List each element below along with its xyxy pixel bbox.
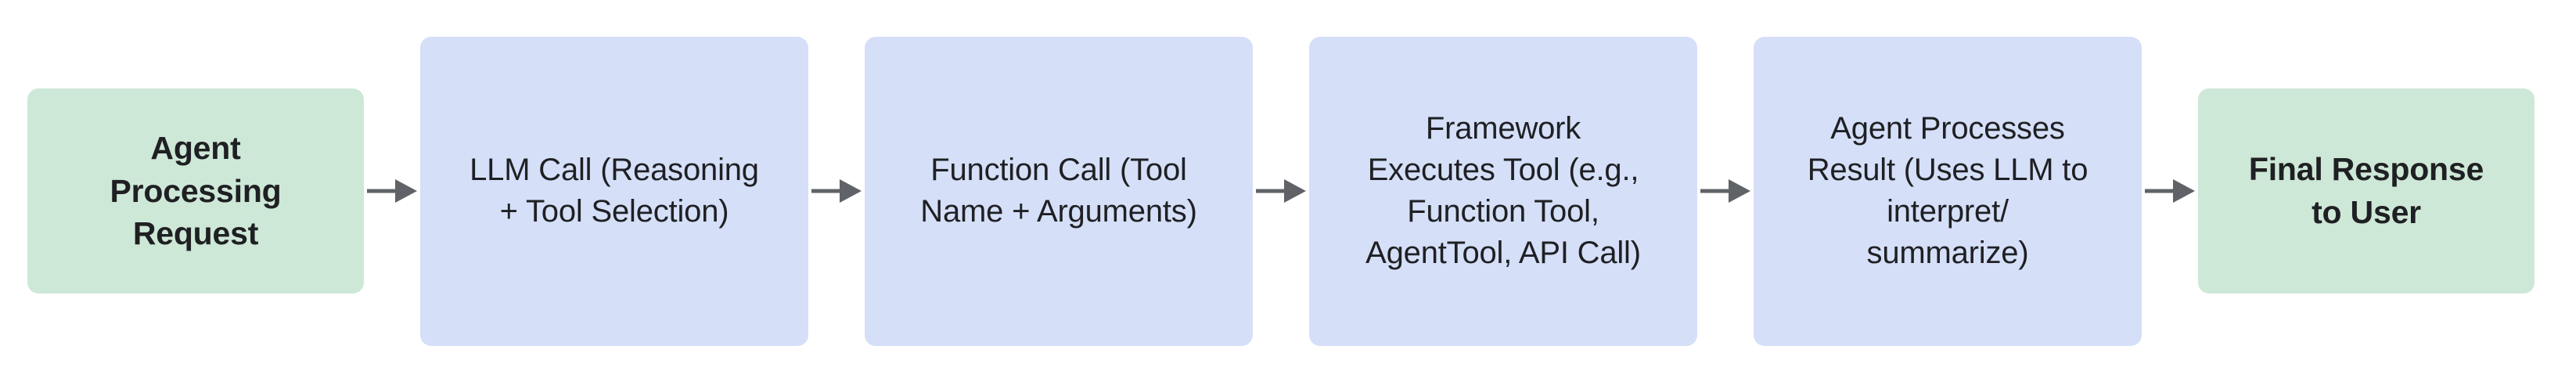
node-label-final-response-to-user: Final Response to User	[2248, 151, 2484, 230]
arrow-shaft-icon	[1700, 189, 1735, 193]
arrow-head-icon	[2173, 179, 2195, 203]
arrow-head-icon	[1729, 179, 1750, 203]
arrow-shaft-icon	[811, 189, 846, 193]
arrow-shaft-icon	[367, 189, 401, 193]
arrow-connector-4	[1697, 179, 1754, 203]
node-label-agent-processing-request: Agent Processing Request	[110, 130, 282, 252]
node-llm-call[interactable]: LLM Call (Reasoning + Tool Selection)	[420, 36, 808, 346]
node-agent-processing-request[interactable]: Agent Processing Request	[27, 88, 364, 294]
node-final-response-to-user[interactable]: Final Response to User	[2198, 88, 2535, 294]
arrow-head-icon	[840, 179, 862, 203]
node-agent-processes-result[interactable]: Agent Processes Result (Uses LLM to inte…	[1754, 36, 2142, 346]
arrow-shaft-icon	[2145, 189, 2179, 193]
arrow-head-icon	[395, 179, 417, 203]
arrow-connector-3	[1253, 179, 1309, 203]
arrow-head-icon	[1284, 179, 1306, 203]
arrow-connector-1	[364, 179, 420, 203]
arrow-shaft-icon	[1256, 189, 1290, 193]
arrow-connector-5	[2142, 179, 2198, 203]
node-function-call[interactable]: Function Call (Tool Name + Arguments)	[865, 36, 1253, 346]
arrow-connector-2	[808, 179, 865, 203]
node-framework-executes-tool[interactable]: Framework Executes Tool (e.g., Function …	[1309, 36, 1697, 346]
node-label-function-call: Function Call (Tool Name + Arguments)	[920, 152, 1197, 229]
node-label-framework-executes-tool: Framework Executes Tool (e.g., Function …	[1365, 110, 1641, 271]
node-label-agent-processes-result: Agent Processes Result (Uses LLM to inte…	[1807, 110, 2089, 271]
node-label-llm-call: LLM Call (Reasoning + Tool Selection)	[470, 152, 759, 229]
